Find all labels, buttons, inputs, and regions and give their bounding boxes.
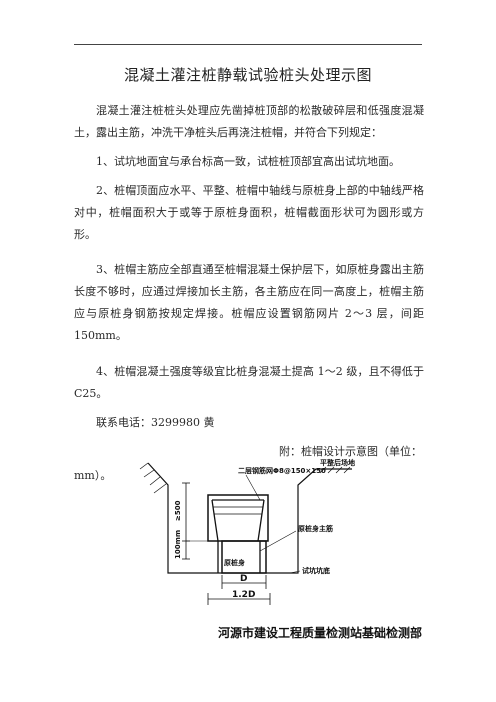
intro-paragraph: 混凝土灌注桩桩头处理应先凿掉桩顶部的松散破碎层和低强度混凝土，露出主筋，冲洗干净… [74, 104, 424, 139]
rule-1: 1、试坑地面宜与承台标高一致，试桩桩顶部宜高出试坑地面。 [96, 155, 400, 168]
appendix-note: 附：桩帽设计示意图（单位： [279, 445, 422, 458]
left-hatching [139, 462, 167, 494]
label-12d: 1.2D [232, 590, 255, 600]
label-base: 100mm [174, 530, 182, 559]
label-height: ≥500 [174, 500, 182, 521]
top-rule [74, 44, 422, 45]
label-pile: 原桩身 [224, 558, 245, 567]
rule-4: 4、桩帽混凝土强度等级宜比桩身混凝土提高 1～2 级，且不得低于 C25。 [74, 365, 424, 400]
label-rebar: 原桩身主筋 [298, 524, 333, 533]
pit-outline [147, 462, 352, 574]
rule-3: 3、桩帽主筋应全部直通至桩帽混凝土保护层下，如原桩身露出主筋长度不够时，应通过焊… [74, 263, 424, 342]
label-d: D [240, 574, 247, 584]
contact-phone: 联系电话：3299980 黄 [96, 416, 215, 429]
pile-cap-diagram: 二层钢筋网Φ8@150×150 平整后场地 ≥500 100mm 原桩身主筋 原… [139, 458, 355, 605]
appendix-note-unit: mm）。 [74, 469, 112, 482]
page-title: 混凝土灌注桩静载试验桩头处理示图 [123, 66, 372, 84]
pile-body [221, 540, 267, 574]
cap-rebar [257, 499, 265, 542]
label-ground: 平整后场地 [320, 458, 355, 467]
label-pit: 试坑坑底 [302, 566, 330, 575]
cap-rebar [211, 499, 219, 542]
footer-organization: 河源市建设工程质量检测站基础检测部 [218, 626, 423, 640]
right-hatching [319, 466, 351, 474]
rule-2: 2、桩帽顶面应水平、平整、桩帽中轴线与原桩身上部的中轴线严格对中，桩帽面积大于或… [74, 184, 424, 241]
label-mesh: 二层钢筋网Φ8@150×150 [238, 466, 326, 475]
